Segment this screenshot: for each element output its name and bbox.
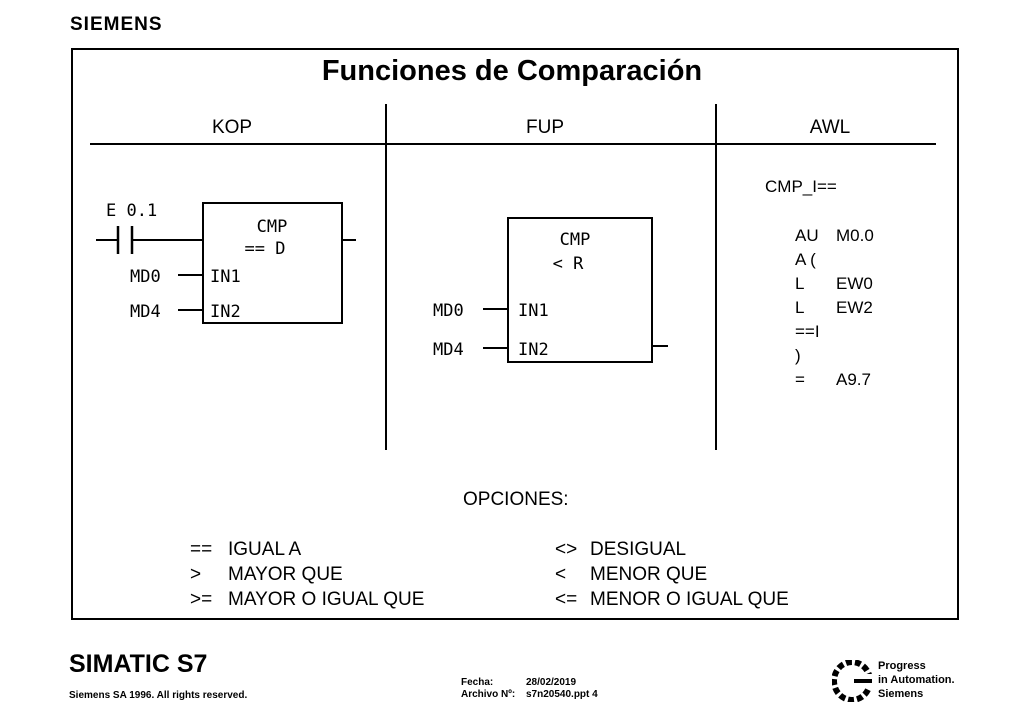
- fup-in1-label: IN1: [518, 301, 549, 321]
- fup-box-line1: CMP: [560, 230, 591, 250]
- column-header-awl: AWL: [809, 117, 851, 138]
- slogan-line-1: Progress: [878, 660, 926, 672]
- fup-cmp-box: [507, 217, 653, 363]
- awl-op: L: [795, 298, 805, 317]
- fup-block-diagram: CMP < R MD0 MD4 IN1 IN2: [433, 217, 668, 363]
- file-label: Archivo Nº:: [461, 689, 516, 700]
- copyright-text: Siemens SA 1996. All rights reserved.: [69, 690, 248, 701]
- fup-in2-label: IN2: [518, 340, 549, 360]
- awl-op: ): [795, 346, 801, 365]
- option-symbol: <: [555, 564, 567, 585]
- awl-op: L: [795, 274, 805, 293]
- option-text: MAYOR O IGUAL QUE: [228, 589, 425, 610]
- fup-in2-var: MD4: [433, 340, 464, 360]
- column-header-fup: FUP: [526, 117, 564, 138]
- fup-box-line2: < R: [553, 254, 584, 274]
- option-symbol: ==: [190, 539, 213, 560]
- options-title: OPCIONES:: [463, 489, 569, 510]
- option-symbol: >=: [190, 589, 213, 610]
- awl-op: =: [795, 370, 805, 389]
- kop-contact-label: E 0.1: [106, 201, 157, 221]
- awl-arg: EW2: [836, 298, 873, 317]
- slide-title: Funciones de Comparación: [321, 55, 703, 87]
- kop-in2-label: IN2: [210, 302, 241, 322]
- siemens-logo: SIEMENS: [70, 14, 163, 35]
- awl-arg: A9.7: [836, 370, 871, 389]
- slogan-line-3: Siemens: [878, 688, 924, 700]
- awl-op: AU: [795, 226, 819, 245]
- awl-header: CMP_I==: [765, 177, 837, 196]
- option-text: MAYOR QUE: [228, 564, 343, 585]
- date-value: 28/02/2019: [526, 677, 577, 688]
- kop-box-line1: CMP: [257, 217, 288, 237]
- file-value: s7n20540.ppt 4: [526, 689, 598, 700]
- kop-in1-var: MD0: [130, 267, 161, 287]
- awl-op: A (: [795, 250, 816, 269]
- column-header-kop: KOP: [211, 117, 253, 138]
- kop-ladder-diagram: E 0.1 CMP == D MD0 MD4 IN1 IN2: [96, 201, 356, 324]
- option-text: MENOR O IGUAL QUE: [590, 589, 789, 610]
- option-text: MENOR QUE: [590, 564, 708, 585]
- slide-frame: [71, 48, 959, 620]
- awl-op: ==I: [795, 322, 820, 341]
- awl-arg: M0.0: [836, 226, 874, 245]
- product-name: SIMATIC S7: [69, 650, 208, 678]
- option-symbol: >: [190, 564, 202, 585]
- option-symbol: <=: [555, 589, 578, 610]
- kop-in1-label: IN1: [210, 267, 241, 287]
- awl-arg: EW0: [836, 274, 873, 293]
- option-text: DESIGUAL: [590, 539, 687, 560]
- kop-in2-var: MD4: [130, 302, 161, 322]
- option-symbol: <>: [555, 539, 578, 560]
- option-text: IGUAL A: [228, 539, 302, 560]
- fup-in1-var: MD0: [433, 301, 464, 321]
- date-label: Fecha:: [461, 677, 494, 688]
- slogan-line-2: in Automation.: [878, 674, 955, 686]
- kop-box-line2: == D: [245, 239, 286, 259]
- kop-cmp-box: [202, 202, 343, 324]
- siemens-swoosh-logo: [832, 660, 872, 702]
